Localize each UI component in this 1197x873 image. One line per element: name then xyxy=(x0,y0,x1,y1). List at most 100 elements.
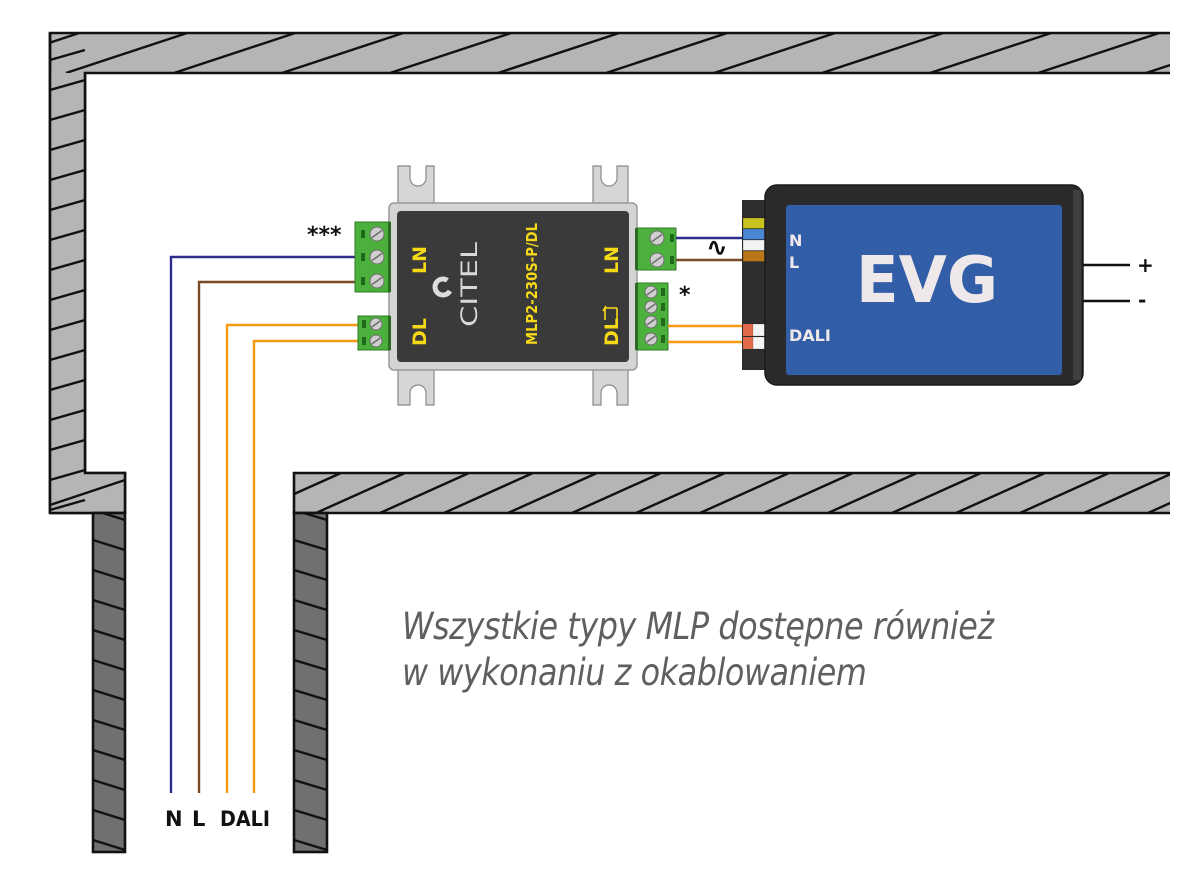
screw-slot xyxy=(371,337,381,345)
output-power-label: LN xyxy=(601,246,623,274)
mounting-tab xyxy=(592,368,629,406)
hatch-line xyxy=(50,258,86,272)
mounting-tab xyxy=(397,368,435,406)
hatch-line xyxy=(294,688,327,702)
hatch-line xyxy=(93,538,125,552)
hatch-line xyxy=(50,228,86,242)
left-pillar-fill xyxy=(93,513,125,852)
wire-connector xyxy=(743,324,753,336)
ballast: N L DALI EVG + - xyxy=(742,184,1154,386)
terminal-marker xyxy=(670,234,674,242)
mounting-tab xyxy=(397,165,435,204)
hatch-line xyxy=(50,138,86,152)
ballast-panel xyxy=(786,205,1062,375)
hatch-line xyxy=(93,808,125,822)
hatch-line xyxy=(635,473,726,513)
wire-dali-2 xyxy=(252,339,362,793)
hatch-line xyxy=(50,348,86,362)
hatch-line xyxy=(294,778,327,792)
input-power-terminal xyxy=(354,221,391,293)
output-power-terminal xyxy=(635,227,677,271)
wire-connector xyxy=(752,323,767,337)
mounting-tab xyxy=(592,165,629,204)
ceiling-wall-fill xyxy=(50,33,1170,73)
output-minus-label: - xyxy=(1138,288,1146,312)
ballast-name: EVG xyxy=(856,244,998,318)
screw-slot xyxy=(646,335,656,343)
hatch-line xyxy=(1145,63,1170,73)
hatch-line xyxy=(294,748,327,762)
hatch-line xyxy=(93,598,125,612)
hatch-line xyxy=(93,718,125,732)
wire-label-dali: DALI xyxy=(220,807,270,831)
hatch-line xyxy=(294,598,327,612)
hatch-line xyxy=(294,838,327,852)
screw-slot xyxy=(646,303,656,311)
terminal-marker xyxy=(361,253,365,261)
hatch-line xyxy=(50,468,86,482)
hatch-line xyxy=(50,168,86,182)
hatch-line xyxy=(50,408,86,422)
input-terminal-note: *** xyxy=(307,223,342,248)
brand-label: CITEL xyxy=(458,241,483,327)
hatch-line xyxy=(891,473,982,513)
ballast-label-line: L xyxy=(789,253,799,272)
hatch-line xyxy=(713,33,836,73)
wire-connector xyxy=(742,239,767,251)
terminal-marker xyxy=(661,303,665,311)
hatch-line xyxy=(50,198,86,212)
terminal-marker xyxy=(362,337,366,345)
output-dali-label: DL xyxy=(601,318,623,346)
caption-line-1: Wszystkie typy MLP dostępne również xyxy=(402,605,994,648)
terminal-marker xyxy=(661,335,665,343)
hatch-line xyxy=(65,33,188,73)
hatch-line xyxy=(93,568,125,582)
wire-connector xyxy=(752,336,767,350)
hatch-line xyxy=(50,498,86,512)
hatch-line xyxy=(299,513,327,522)
wire-connector xyxy=(742,217,767,229)
output-plus-label: + xyxy=(1137,253,1154,277)
mounting-tabs xyxy=(397,165,629,406)
hatch-line xyxy=(281,33,404,73)
hatch-line xyxy=(93,688,125,702)
wire-connector xyxy=(743,337,753,349)
hatch-line xyxy=(1037,33,1160,73)
hatch-line xyxy=(1147,501,1170,513)
hatch-line xyxy=(173,33,296,73)
output-terminal-note: * xyxy=(679,283,691,308)
floor-slab-fill xyxy=(294,473,1170,513)
hatch-line xyxy=(294,538,327,552)
terminal-marker xyxy=(661,318,665,326)
hatch-line xyxy=(294,658,327,672)
hatch-line xyxy=(50,378,86,392)
hatch-line xyxy=(93,838,125,852)
hatch-line xyxy=(821,33,944,73)
relay-contact-icon xyxy=(602,305,618,320)
caption-line-2: w wykonaniu z okablowaniem xyxy=(402,651,867,694)
screw-slot xyxy=(371,252,383,262)
caption: Wszystkie typy MLP dostępne również w wy… xyxy=(402,604,994,696)
hatch-line xyxy=(294,718,327,732)
hatch-line xyxy=(50,478,125,507)
hatch-line xyxy=(827,473,918,513)
model-label: MLP2-230S-P/DL xyxy=(523,223,541,345)
wire-labels: N L DALI xyxy=(165,807,270,831)
device-body xyxy=(397,211,629,362)
screw-slot xyxy=(371,229,383,239)
hatch-line xyxy=(93,628,125,642)
screw-slot xyxy=(646,288,656,296)
hatch-line xyxy=(443,473,534,513)
hatch-line xyxy=(50,288,86,302)
ceiling-wall xyxy=(48,31,1170,515)
output-dali-terminal xyxy=(635,282,669,351)
hatch-line xyxy=(929,33,1052,73)
wire-line xyxy=(197,280,362,793)
terminal-marker xyxy=(661,288,665,296)
terminal-marker xyxy=(361,277,365,285)
wire-connector xyxy=(742,250,767,262)
hatch-line xyxy=(605,33,728,73)
hatch-line xyxy=(294,473,342,496)
hatch-line xyxy=(763,473,854,513)
wire-neutral xyxy=(169,255,362,793)
